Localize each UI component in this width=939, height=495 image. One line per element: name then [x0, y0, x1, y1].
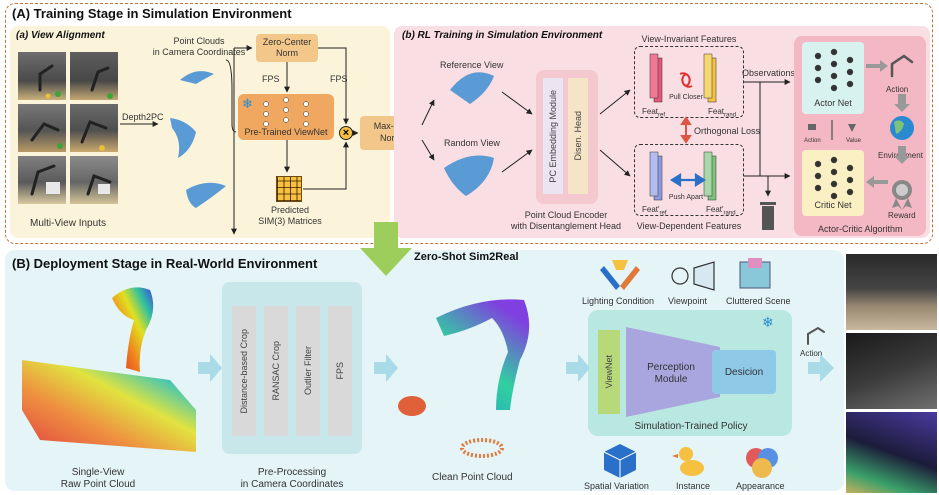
depth2pc-label: Depth2PC	[122, 112, 164, 122]
reward-label: Reward	[888, 211, 916, 220]
view-dependent-label: View-Dependent Features	[636, 221, 742, 231]
viewnet-block: ViewNet	[598, 330, 620, 414]
point-clouds-label-1: Point Clouds	[173, 36, 225, 46]
push-apart-label: Push Apart	[668, 194, 704, 201]
clean-pc-label: Clean Point Cloud	[432, 472, 513, 483]
feat-dep-rand-label: Feat'rand	[706, 204, 736, 220]
preproc-step-label: FPS	[335, 362, 345, 380]
perception-trapezoid	[626, 327, 720, 417]
feat-ref-sub: ref	[658, 112, 666, 119]
view-alignment-title: (a) View Alignment	[16, 30, 105, 41]
actor-net-label: Actor Net	[814, 98, 852, 108]
feat-dep-rand-sub: rand	[723, 210, 736, 217]
instance-label: Instance	[676, 481, 711, 491]
perception-label-1: Perception	[647, 362, 695, 373]
sim2real-label: Zero-Shot Sim2Real	[414, 251, 519, 263]
observations-label: Observations	[742, 68, 796, 78]
preproc-step: RANSAC Crop	[264, 306, 288, 436]
single-view-label-1: Single-View	[71, 467, 125, 478]
action-label-a: Action	[886, 85, 909, 94]
value-small-label: Value	[846, 138, 861, 144]
preproc-step: Outlier Filter	[296, 306, 320, 436]
predicted-label-2: SIM(3) Matrices	[258, 216, 322, 226]
lighting-label: Lighting Condition	[582, 296, 655, 306]
critic-net-label: Critic Net	[814, 200, 852, 210]
pc-embedding-box: PC Embedding Module	[543, 78, 563, 194]
predicted-label-1: Predicted	[270, 205, 310, 215]
snowflake-icon: ❄	[762, 314, 774, 330]
view-image	[18, 156, 66, 204]
zero-center-label-2: Norm	[276, 48, 298, 58]
fps-right-label: FPS	[330, 74, 348, 84]
maxmin-label-2: Norm	[380, 133, 402, 143]
viewnet-label: Pre-Trained ViewNet	[244, 127, 328, 137]
actor-critic-label: Actor-Critic Algorithm	[818, 224, 903, 234]
real-photo	[846, 412, 937, 493]
environment-label: Environment	[878, 151, 923, 160]
preproc-step-label: Outlier Filter	[303, 346, 313, 396]
pull-closer-label: Pull Closer	[669, 94, 703, 101]
stage-b-title: (B) Deployment Stage in Real-World Envir…	[12, 256, 318, 271]
random-view-label: Random View	[444, 138, 500, 148]
preproc-step-label: RANSAC Crop	[271, 341, 281, 401]
sim2real-arrow	[360, 222, 412, 276]
disen-head-label: Disen. Head	[573, 111, 583, 161]
disen-head-box: Disen. Head	[568, 78, 588, 194]
sim3-matrix-icon	[276, 176, 302, 202]
feat-dep-rand-text: Feat'	[706, 205, 724, 214]
feat-dep-ref-label: Feat'ref	[642, 204, 667, 220]
point-clouds-label-2: in Camera Coordinates	[152, 47, 246, 57]
zero-center-label-1: Zero-Center	[262, 37, 312, 47]
reference-view-label: Reference View	[440, 60, 504, 70]
encoder-label-1: Point Cloud Encoder	[524, 210, 608, 220]
view-invariant-label: View-Invariant Features	[641, 34, 737, 44]
appearance-label: Appearance	[736, 481, 785, 491]
view-image	[70, 104, 118, 152]
view-dependent-box	[634, 144, 744, 216]
encoder-label-2: with Disentanglement Head	[510, 221, 622, 231]
zero-center-norm-box	[256, 34, 318, 62]
orthogonal-loss-label: Orthogonal Loss	[694, 126, 761, 136]
cluttered-label: Cluttered Scene	[726, 296, 791, 306]
spatial-label: Spatial Variation	[584, 481, 649, 491]
feat-rand-text: Feat	[708, 107, 725, 116]
feat-dep-ref-text: Feat'	[642, 205, 660, 214]
multi-view-inputs-label: Multi-View Inputs	[30, 218, 106, 229]
preproc-step: FPS	[328, 306, 352, 436]
multiply-node: ×	[339, 126, 353, 140]
real-photo	[846, 333, 937, 409]
maxmin-label-1: Max-Min	[373, 121, 409, 131]
robot-silhouettes	[30, 64, 113, 196]
feat-rand-sub: rand	[724, 112, 737, 119]
feat-ref-label: Featref	[642, 106, 665, 122]
feat-dep-ref-sub: ref	[659, 210, 667, 217]
real-photo	[846, 254, 937, 330]
policy-label: Simulation-Trained Policy	[634, 421, 748, 432]
action-small-label: Action	[804, 138, 821, 144]
feat-rand-label: Featrand	[708, 106, 736, 122]
preproc-label-1: Pre-Processing	[257, 467, 327, 478]
decision-label: Desicion	[724, 367, 764, 378]
view-image	[70, 52, 118, 100]
pc-embedding-label: PC Embedding Module	[548, 89, 558, 183]
stage-a-title: (A) Training Stage in Simulation Environ…	[12, 6, 292, 21]
preproc-label-2: in Camera Coordinates	[240, 479, 344, 490]
action-label-b: Action	[800, 349, 823, 358]
viewnet-block-label: ViewNet	[604, 355, 614, 389]
stage-a-frame	[5, 3, 933, 244]
preproc-step-label: Distance-based Crop	[239, 328, 249, 414]
fps-left-label: FPS	[262, 74, 280, 84]
rl-training-title: (b) RL Training in Simulation Environmen…	[402, 30, 603, 41]
preproc-step: Distance-based Crop	[232, 306, 256, 436]
viewpoint-label: Viewpoint	[668, 296, 707, 306]
decision-box	[712, 350, 776, 394]
snowflake-icon: ❄	[242, 96, 253, 111]
single-view-label-2: Raw Point Cloud	[60, 479, 136, 490]
perception-label-2: Module	[654, 374, 688, 385]
feat-ref-text: Feat	[642, 107, 659, 116]
